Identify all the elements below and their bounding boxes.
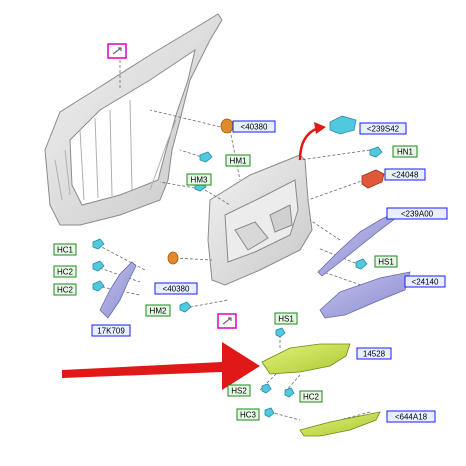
red-curved-arrow-icon	[298, 122, 326, 161]
callout-label: HC2	[57, 286, 74, 295]
callout-box	[386, 410, 436, 423]
callout-c17k709: 17K709	[91, 324, 131, 337]
callout-box	[374, 255, 398, 268]
callout-label: HS2	[231, 387, 247, 396]
callout-label: HM2	[150, 307, 167, 316]
callout-label: HC2	[303, 393, 320, 402]
callout-label: HC1	[57, 246, 74, 255]
callout-label: HN1	[397, 148, 414, 157]
callout-c24140: <24140	[404, 275, 446, 288]
callout-hc2b: HC2	[53, 283, 77, 296]
callout-box	[236, 408, 260, 421]
callout-box	[91, 324, 131, 337]
callout-box	[299, 390, 323, 403]
callout-box	[145, 304, 171, 317]
callout-label: HS1	[278, 315, 294, 324]
callout-c644a18: <644A18	[386, 410, 436, 423]
callout-label: <24140	[412, 278, 439, 287]
callout-box	[232, 120, 276, 133]
callout-label: HS1	[378, 258, 394, 267]
callout-box	[53, 265, 77, 278]
callout-box	[356, 347, 392, 360]
callout-label: <24048	[392, 171, 419, 180]
callout-hm1: HM1	[225, 154, 251, 167]
callout-hc1: HC1	[53, 243, 77, 256]
callout-box	[384, 168, 426, 181]
door-trim-panel-part	[207, 154, 313, 286]
callout-label: HC2	[57, 268, 74, 277]
callout-label: <40380	[163, 285, 190, 294]
callout-label: HM1	[230, 157, 247, 166]
callout-box	[404, 275, 446, 288]
callout-box	[53, 283, 77, 296]
callout-box	[53, 243, 77, 256]
view-marker-icon	[217, 313, 237, 329]
callout-label: 17K709	[97, 327, 125, 336]
callout-label: 14528	[363, 350, 386, 359]
callout-hs1b: HS1	[274, 312, 298, 325]
pointer-arrow-icon	[62, 342, 260, 390]
view-marker-icon	[107, 43, 127, 59]
callout-label: <644A18	[395, 413, 428, 422]
bracket-part	[329, 115, 357, 135]
callout-hm3: HM3	[186, 173, 212, 186]
callout-c14528: 14528	[356, 347, 392, 360]
callout-c239s42: <239S42	[359, 122, 407, 135]
callout-box	[225, 154, 251, 167]
callout-box	[359, 122, 407, 135]
callout-hc3: HC3	[236, 408, 260, 421]
callout-hn1: HN1	[392, 145, 418, 158]
callout-label: HM3	[191, 176, 208, 185]
callout-box	[274, 312, 298, 325]
callout-label: <239A00	[401, 210, 434, 219]
callout-hm2: HM2	[145, 304, 171, 317]
callout-hs1a: HS1	[374, 255, 398, 268]
callout-hc2a: HC2	[53, 265, 77, 278]
callout-box	[227, 384, 251, 397]
callout-c24048: <24048	[384, 168, 426, 181]
callout-c40380b: <40380	[154, 282, 198, 295]
callout-label: <40380	[241, 123, 268, 132]
handle-part	[361, 169, 385, 189]
callout-hc2c: HC2	[299, 390, 323, 403]
callout-box	[186, 173, 212, 186]
armrest-highlight-part	[261, 343, 381, 437]
callout-label: HC3	[240, 411, 257, 420]
callout-hs2: HS2	[227, 384, 251, 397]
callout-c239a00: <239A00	[386, 207, 448, 220]
callout-box	[154, 282, 198, 295]
callout-label: <239S42	[367, 125, 400, 134]
trim-strip-part	[99, 213, 411, 319]
callout-box	[386, 207, 448, 220]
door-frame-part	[44, 13, 223, 226]
callout-c40380a: <40380	[232, 120, 276, 133]
callout-box	[392, 145, 418, 158]
